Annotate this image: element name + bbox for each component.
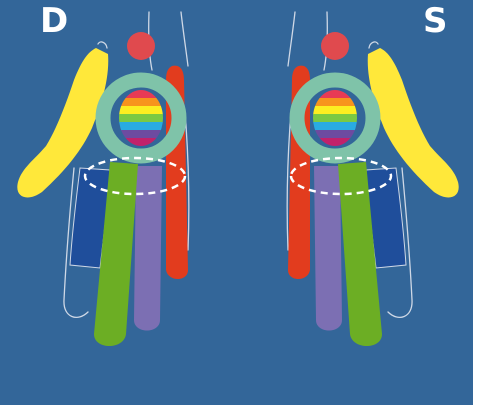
crown-dot (127, 32, 155, 60)
rainbow-chakra (313, 90, 357, 147)
rainbow-chakra (119, 90, 163, 147)
left-hand-label: S (423, 4, 448, 38)
right-hand-label: D (40, 4, 68, 38)
rainbow-band (313, 106, 357, 115)
rainbow-band (119, 114, 163, 123)
crown-dot (321, 32, 349, 60)
left-hand-diagram (287, 12, 458, 346)
rainbow-band (313, 130, 357, 139)
middle-finger (134, 166, 162, 331)
rainbow-band (119, 98, 163, 107)
rainbow-band (119, 122, 163, 131)
rainbow-band (313, 114, 357, 123)
right-hand-diagram (17, 12, 188, 346)
rainbow-band (313, 122, 357, 131)
rainbow-band (313, 98, 357, 107)
rainbow-band (119, 106, 163, 115)
middle-finger (314, 166, 342, 331)
rainbow-band (119, 130, 163, 139)
